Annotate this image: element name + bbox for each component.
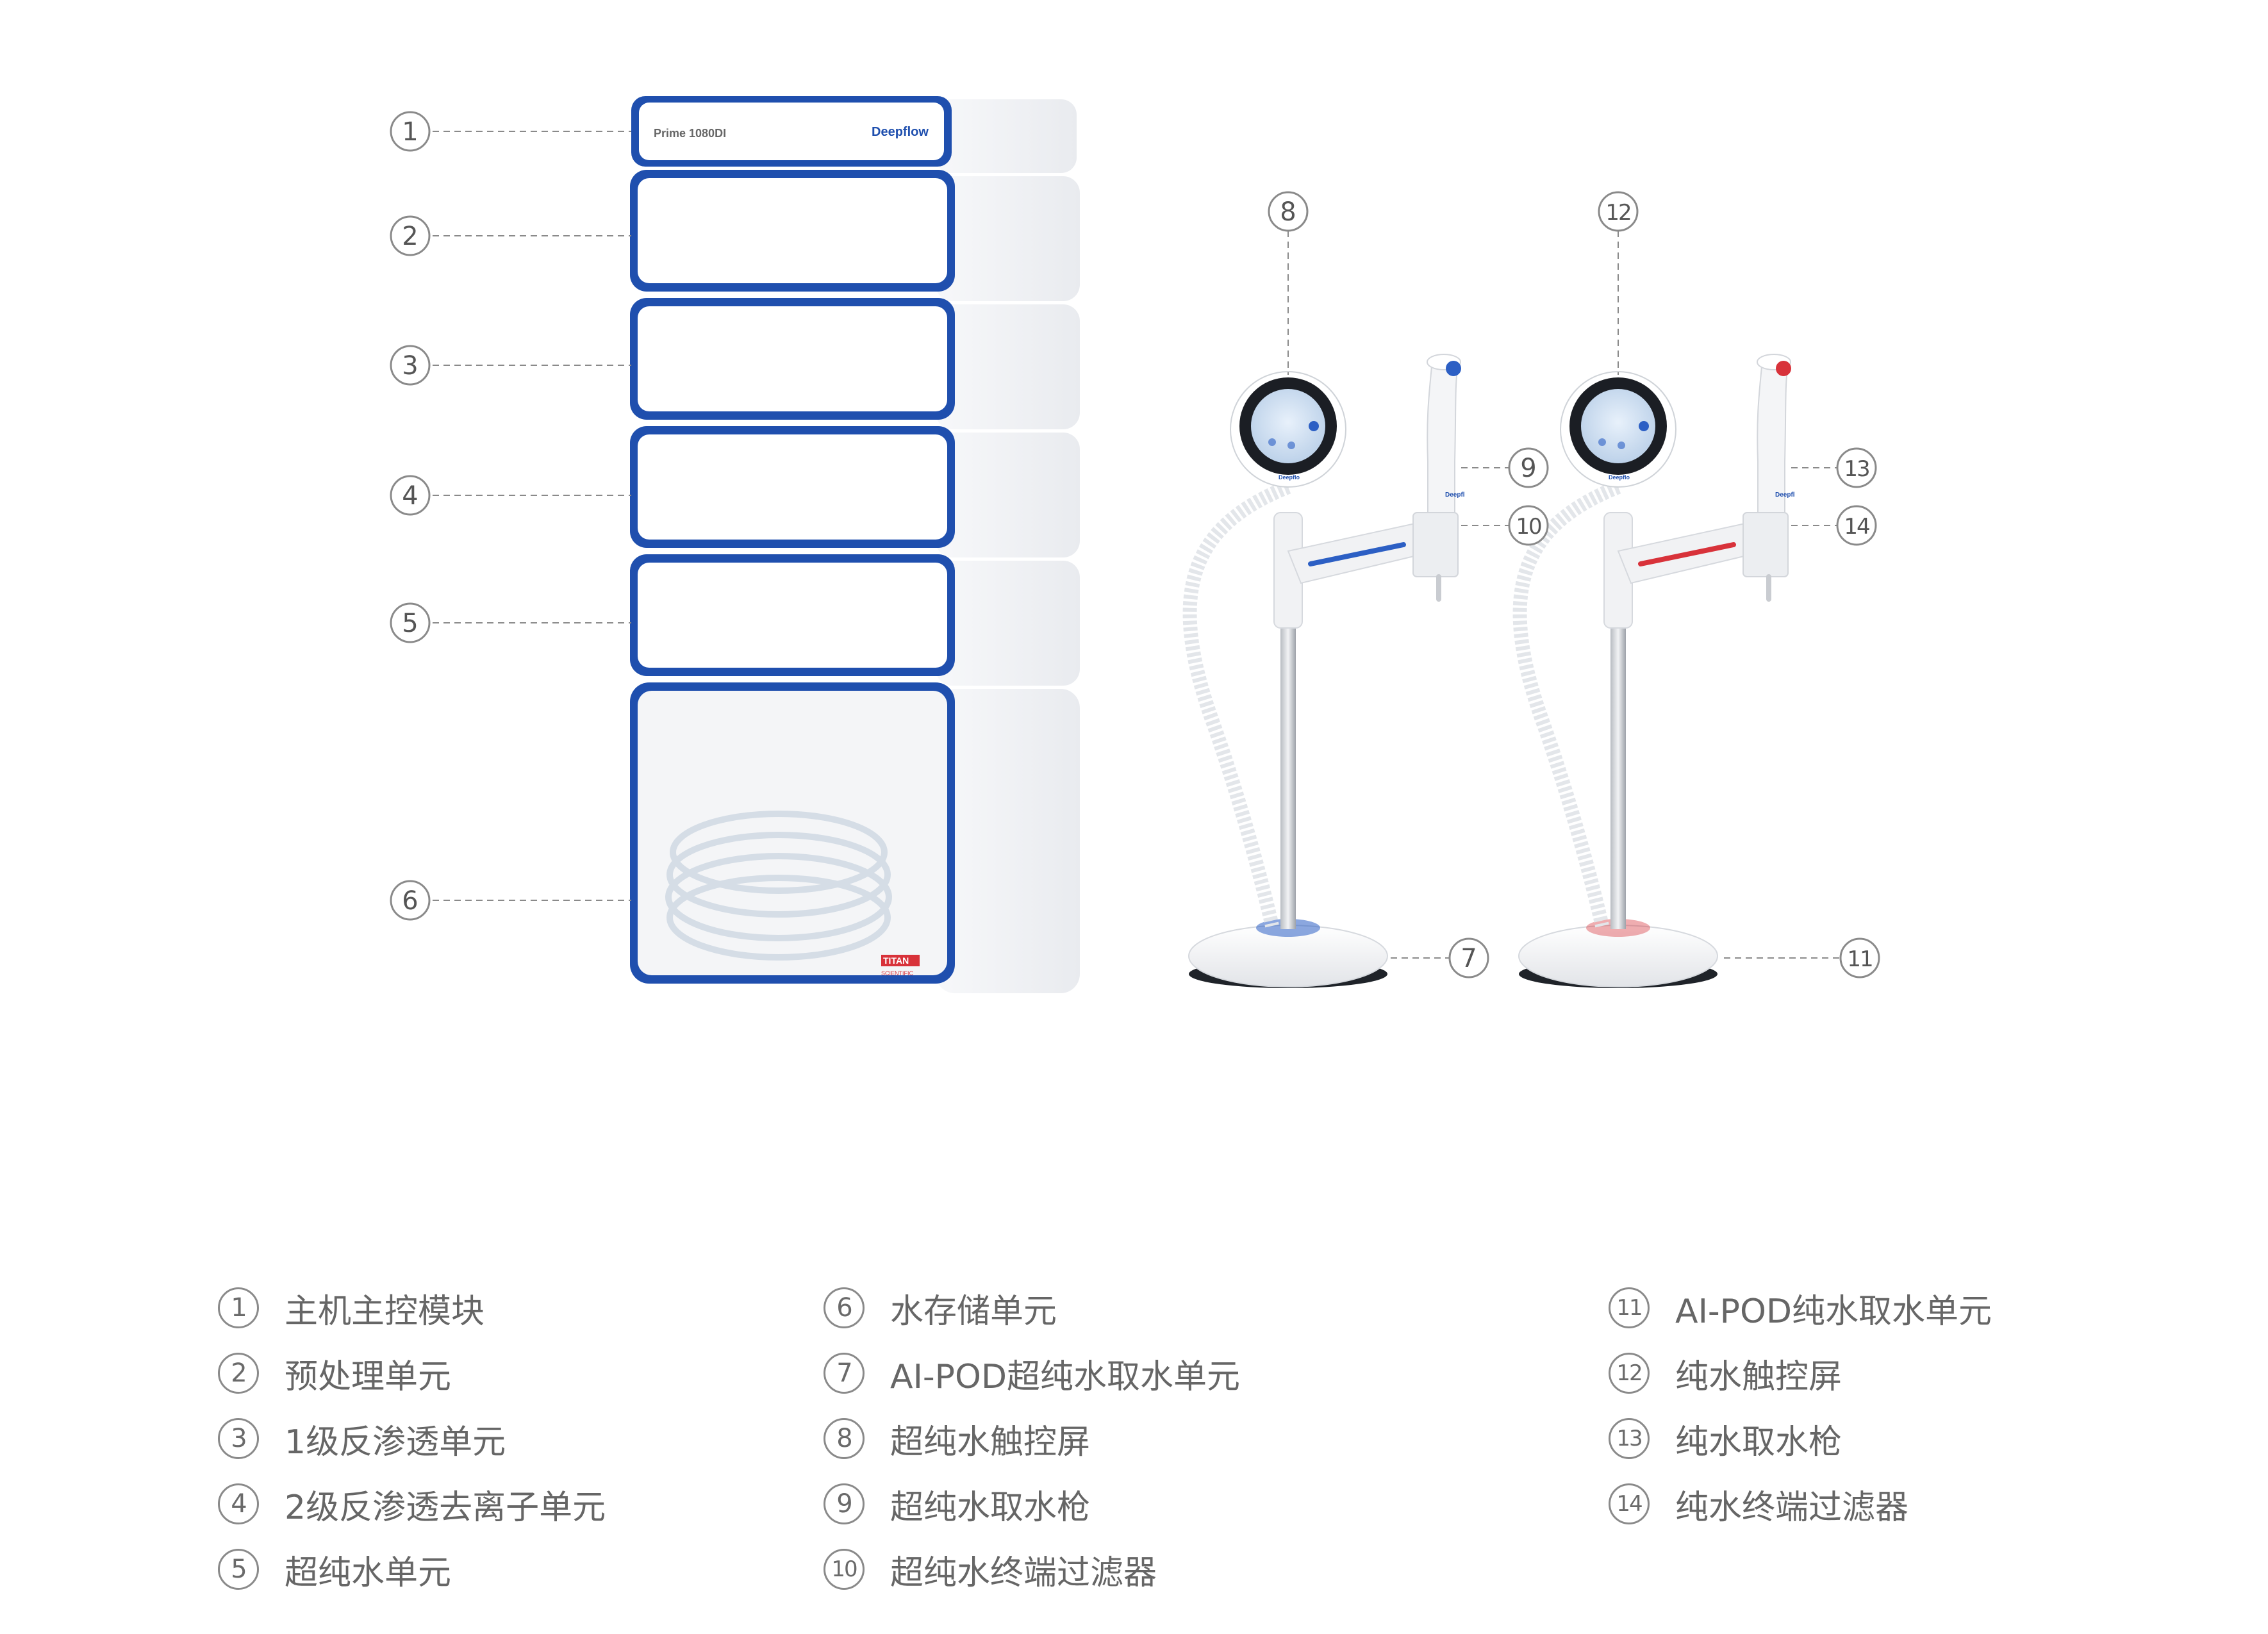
ai-pod-pure-unit: Deepflo Deepfl [1512,354,1795,988]
callout-10: 10 [1508,505,1549,546]
svg-text:11: 11 [1847,946,1872,972]
brand-logo: Deepflow [872,125,929,139]
legend-label: 预处理单元 [285,1357,452,1396]
svg-text:Deepfl: Deepfl [1445,491,1465,499]
titan-logo [881,955,920,966]
legend-number: 8 [824,1418,865,1459]
svg-text:TITAN: TITAN [883,955,909,966]
pretreatment-module [630,170,1080,301]
model-label: Prime 1080DI [654,127,726,140]
legend-number: 4 [218,1483,259,1524]
legend-item: 9 超纯水取水枪 [824,1471,1240,1537]
svg-text:7: 7 [1461,944,1477,973]
legend-item: 3 1级反渗透单元 [218,1406,606,1471]
svg-text:Deepfl: Deepfl [1775,491,1795,499]
ultrapure-module [630,554,1080,686]
legend-label: AI-POD超纯水取水单元 [890,1357,1241,1396]
callout-1: 1 [390,111,431,152]
legend-item: 13 纯水取水枪 [1609,1406,1992,1471]
host-control-module: Prime 1080DI Deepflow [631,96,1077,173]
product-diagram: Prime 1080DI Deepflow [390,96,1880,993]
legend-number: 11 [1609,1287,1650,1328]
callout-2: 2 [390,215,431,256]
legend-number: 5 [218,1549,259,1590]
legend-number: 3 [218,1418,259,1459]
legend-number: 10 [824,1549,865,1590]
legend-label: AI-POD纯水取水单元 [1675,1292,1992,1331]
ro-stage1-module [630,298,1080,429]
legend-label: 超纯水单元 [285,1553,452,1592]
legend-item: 5 超纯水单元 [218,1537,606,1602]
legend-item: 4 2级反渗透去离子单元 [218,1471,606,1537]
legend-label: 主机主控模块 [285,1292,485,1331]
legend-item: 10 超纯水终端过滤器 [824,1537,1240,1602]
svg-text:9: 9 [1520,454,1536,483]
callout-11: 11 [1839,937,1880,978]
legend-label: 纯水取水枪 [1675,1423,1842,1462]
svg-text:10: 10 [1516,514,1541,540]
legend-item: 2 预处理单元 [218,1341,606,1406]
legend-label: 超纯水终端过滤器 [890,1553,1157,1592]
callout-6: 6 [390,880,431,921]
legend-number: 6 [824,1287,865,1328]
svg-text:5: 5 [402,609,418,638]
svg-text:SCIENTIFIC: SCIENTIFIC [881,970,914,977]
svg-text:14: 14 [1844,514,1869,540]
callout-9: 9 [1508,447,1549,488]
legend-item: 12 纯水触控屏 [1609,1341,1992,1406]
legend-column-3: 11 AI-POD纯水取水单元 12 纯水触控屏 13 纯水取水枪 14 纯水终… [1609,1275,1992,1537]
callout-5: 5 [390,602,431,643]
callout-markers: 1 2 3 4 5 6 7 8 [390,111,1880,978]
legend-label: 水存储单元 [890,1292,1057,1331]
pure-terminal-filter [1742,512,1789,602]
callout-13: 13 [1836,447,1877,488]
svg-text:1: 1 [402,117,418,147]
svg-text:8: 8 [1280,197,1296,227]
legend-label: 2级反渗透去离子单元 [285,1488,606,1527]
water-storage-module: TITAN SCIENTIFIC [630,682,1080,993]
legend-item: 11 AI-POD纯水取水单元 [1609,1275,1992,1341]
legend-number: 1 [218,1287,259,1328]
pure-touchscreen: Deepflo [1560,371,1676,488]
legend-number: 13 [1609,1418,1650,1459]
legend-label: 1级反渗透单元 [285,1423,506,1462]
legend-number: 9 [824,1483,865,1524]
svg-text:12: 12 [1605,200,1630,226]
legend-item: 8 超纯水触控屏 [824,1406,1240,1471]
legend-column-1: 1 主机主控模块 2 预处理单元 3 1级反渗透单元 4 2级反渗透去离子单元 … [218,1275,606,1602]
svg-text:3: 3 [402,351,418,381]
callout-leaders [433,131,1841,959]
legend-number: 12 [1609,1353,1650,1394]
svg-text:4: 4 [402,481,418,511]
legend-item: 7 AI-POD超纯水取水单元 [824,1341,1240,1406]
coiled-tubing [665,811,892,961]
callout-3: 3 [390,345,431,386]
svg-text:Deepflo: Deepflo [1279,474,1300,481]
legend-item: 6 水存储单元 [824,1275,1240,1341]
ultrapure-touchscreen: Deepflo [1230,371,1346,488]
legend-label: 纯水触控屏 [1675,1357,1842,1396]
legend-item: 1 主机主控模块 [218,1275,606,1341]
legend-number: 2 [218,1353,259,1394]
legend-label: 超纯水触控屏 [890,1423,1091,1462]
svg-text:6: 6 [402,886,418,916]
svg-text:2: 2 [402,222,418,251]
callout-7: 7 [1448,937,1489,978]
callout-12: 12 [1598,191,1639,232]
ai-pod-ultrapure-unit: Deepflo Deepfl [1182,354,1465,988]
ultrapure-terminal-filter [1412,512,1459,602]
svg-text:13: 13 [1844,456,1869,482]
callout-4: 4 [390,475,431,516]
legend-item: 14 纯水终端过滤器 [1609,1471,1992,1537]
main-unit-stack: Prime 1080DI Deepflow [630,96,1080,993]
svg-text:Deepflo: Deepflo [1609,474,1630,481]
ro-stage2-edi-module [630,426,1080,557]
callout-14: 14 [1836,505,1877,546]
legend-number: 7 [824,1353,865,1394]
callout-8: 8 [1268,191,1309,232]
legend-number: 14 [1609,1483,1650,1524]
legend-column-2: 6 水存储单元 7 AI-POD超纯水取水单元 8 超纯水触控屏 9 超纯水取水… [824,1275,1240,1602]
legend-label: 纯水终端过滤器 [1675,1488,1909,1527]
legend-label: 超纯水取水枪 [890,1488,1091,1527]
